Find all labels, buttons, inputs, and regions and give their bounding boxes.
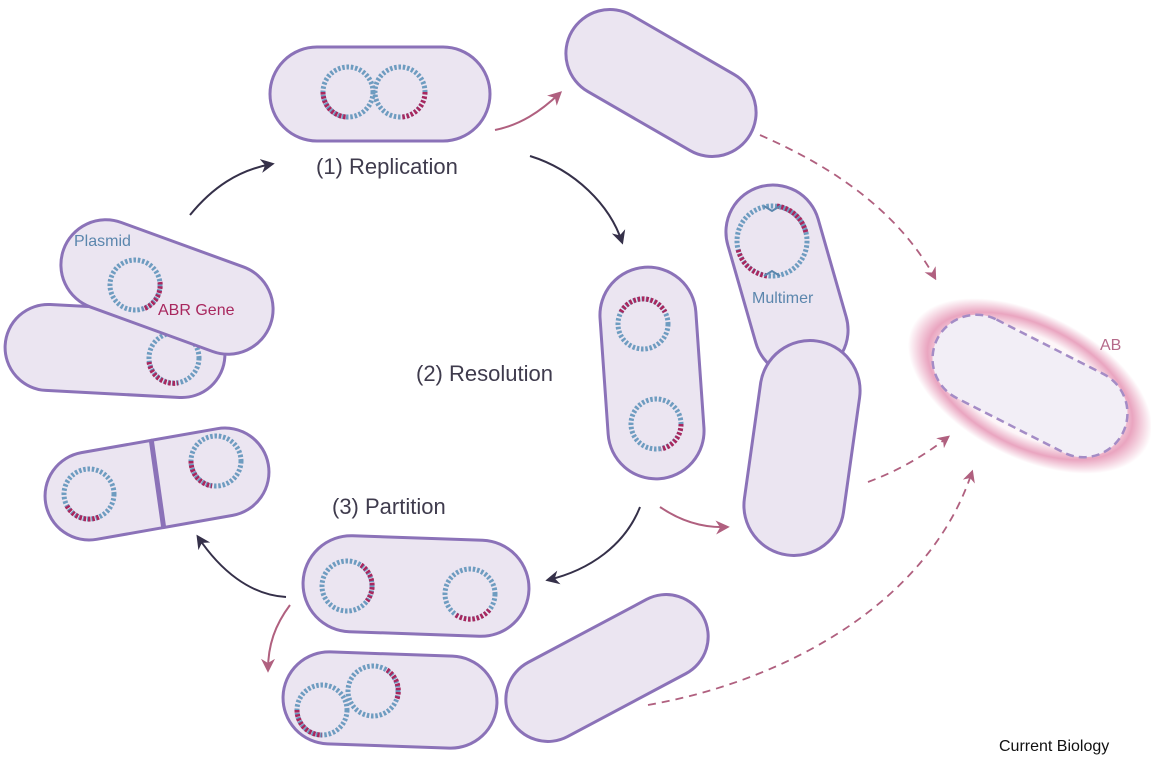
cell-resolution bbox=[598, 265, 706, 481]
cell-starting bbox=[59, 218, 275, 356]
dashed-arrow-middle bbox=[867, 435, 950, 483]
plasmid-daughter-right bbox=[188, 433, 244, 489]
plasmid-label: Plasmid bbox=[74, 233, 131, 250]
loss-arrows bbox=[261, 91, 730, 673]
cell-dividing bbox=[43, 426, 271, 542]
plasmid-partition-left bbox=[319, 558, 375, 614]
arrow-to-partition bbox=[545, 506, 641, 585]
arrow-loss-resolution bbox=[659, 506, 730, 535]
arrow-to-replication bbox=[189, 159, 275, 216]
cell-replicating bbox=[268, 45, 492, 143]
plasmid-resolved-top bbox=[615, 296, 671, 352]
arrow-loss-top bbox=[494, 91, 563, 131]
cell-partition bbox=[301, 534, 531, 638]
step-resolution-label: (2) Resolution bbox=[416, 361, 553, 386]
cell-antibiotic-killed bbox=[907, 298, 1151, 474]
plasmid-partition-right bbox=[442, 566, 498, 622]
dashed-arrow-top bbox=[759, 134, 937, 281]
cell-plasmid-free-bottom bbox=[504, 593, 710, 743]
antibiotic-arrows bbox=[647, 134, 975, 706]
dashed-arrow-bottom bbox=[647, 469, 975, 706]
multimer-plasmid bbox=[734, 203, 810, 279]
arrow-loss-partition bbox=[261, 604, 291, 673]
plasmid-starting bbox=[107, 257, 163, 313]
journal-credit: Current Biology bbox=[999, 738, 1110, 755]
multimer-label: Multimer bbox=[752, 290, 814, 307]
cell-plasmid-free-top bbox=[564, 8, 758, 158]
cycle-arrows bbox=[189, 155, 641, 598]
cell-plasmid-free-right bbox=[742, 339, 862, 557]
plasmid-resolved-bottom bbox=[628, 396, 684, 452]
antibiotic-label: AB bbox=[1100, 337, 1122, 354]
arrow-to-division bbox=[196, 534, 287, 598]
arrow-to-resolution bbox=[529, 155, 626, 245]
plasmid-unresolved-right bbox=[345, 663, 401, 719]
plasmid-right bbox=[372, 64, 428, 120]
step-partition-label: (3) Partition bbox=[332, 494, 446, 519]
abr-gene-label: ABR Gene bbox=[158, 302, 235, 319]
plasmid-daughter-left bbox=[61, 466, 117, 522]
plasmid-unresolved-left bbox=[294, 682, 350, 738]
cell-unresolved bbox=[281, 650, 499, 750]
step-replication-label: (1) Replication bbox=[316, 154, 458, 179]
